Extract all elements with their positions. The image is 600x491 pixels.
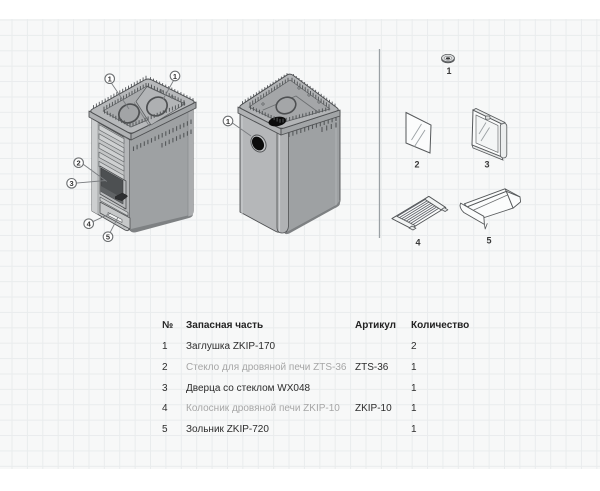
svg-text:4: 4 (415, 238, 420, 248)
svg-text:5: 5 (486, 236, 491, 246)
svg-text:4: 4 (87, 220, 92, 229)
svg-text:2: 2 (77, 159, 81, 168)
svg-text:1: 1 (446, 66, 451, 76)
svg-text:3: 3 (484, 160, 489, 170)
svg-text:3: 3 (70, 179, 74, 188)
svg-text:5: 5 (106, 233, 110, 242)
svg-text:1: 1 (226, 117, 230, 126)
svg-text:1: 1 (108, 75, 112, 84)
svg-text:1: 1 (173, 72, 177, 81)
svg-text:2: 2 (414, 160, 419, 170)
